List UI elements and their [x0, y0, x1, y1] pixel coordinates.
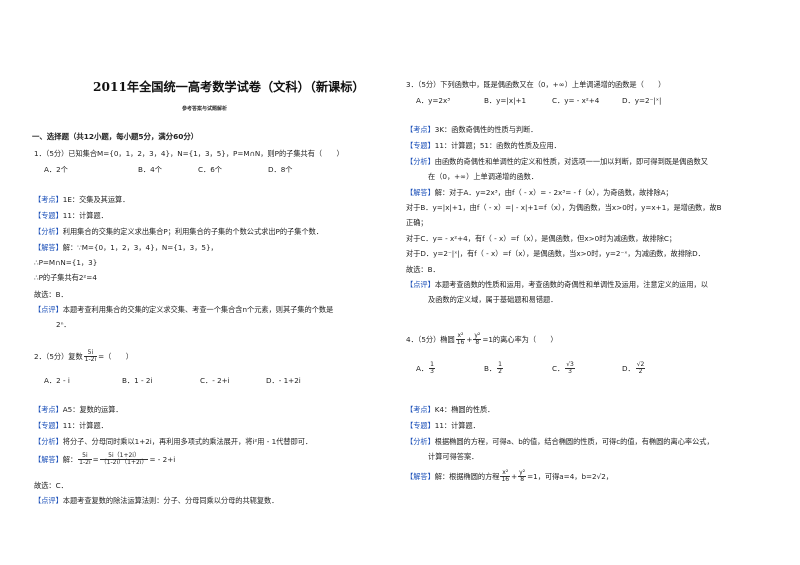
q3-kaodian: 【考点】3K：函数奇偶性的性质与判断． — [406, 125, 538, 134]
q2-zhuanti: 【专题】11：计算题． — [34, 421, 108, 430]
q3-dianping-line2: 及函数的定义域，属于基础题和易错题． — [428, 295, 558, 304]
q2-dianping: 【点评】本题考查复数的除法运算法则：分子、分母同乘以分母的共轭复数． — [34, 496, 279, 505]
q3-option-b: B．y=|x|+1 — [484, 96, 527, 105]
q2-option-c: C．- 2+i — [200, 376, 230, 385]
q3-option-c: C．y= - x²+4 — [552, 96, 600, 105]
q2-option-b: B．1 - 2i — [122, 376, 153, 385]
q1-zhuanti: 【专题】11：计算题． — [34, 211, 108, 220]
question-3-stem: 3．（5分）下列函数中，既是偶函数又在（0，+∞）上单调递增的函数是（ ） — [406, 80, 666, 89]
q3-fenxi-line2: 在（0，+∞）上单调递增的函数． — [428, 172, 539, 181]
q4-fenxi-line2: 计算可得答案． — [428, 452, 479, 461]
q1-dianping-line2: 2ⁿ． — [56, 320, 71, 329]
q3-dianping: 【点评】本题考查函数的性质和运用，考查函数的奇偶性和单调性及运用，注意定义的运用… — [406, 280, 708, 289]
section-heading: 一、选择题（共12小题，每小题5分，满分60分） — [32, 132, 199, 141]
q3-option-a: A．y=2x³ — [416, 96, 451, 105]
q4-kaodian: 【考点】K4：椭圆的性质． — [406, 405, 495, 414]
q1-jieda: 【解答】解：∵M={0，1，2，3，4}，N={1，3，5}， — [34, 243, 218, 252]
q3-zhuanti: 【专题】11：计算题；51：函数的性质及应用． — [406, 141, 561, 150]
right-column: 3．（5分）下列函数中，既是偶函数又在（0，+∞）上单调递增的函数是（ ） A．… — [402, 0, 782, 565]
question-1-stem: 1．（5分）已知集合M={0，1，2，3，4}，N={1，3，5}，P=M∩N，… — [34, 149, 344, 158]
q1-jieda-line2: ∴P=M∩N={1，3} — [34, 258, 98, 267]
q1-jieda-line3: ∴P的子集共有2²=4 — [34, 273, 97, 282]
page-subtitle: 参考答案与试题解析 — [182, 106, 228, 112]
q3-option-d: D．y=2⁻|ˣ| — [622, 96, 662, 105]
q2-kaodian: 【考点】A5：复数的运算． — [34, 405, 123, 414]
q2-answer: 故选：C． — [34, 481, 68, 490]
q3-jieda: 【解答】解：对于A．y=2x³，由f（ - x）= - 2x³= - f（x），… — [406, 188, 673, 197]
q3-fenxi: 【分析】由函数的奇偶性和单调性的定义和性质，对选项一一加以判断，即可得到既是偶函… — [406, 157, 708, 166]
q1-option-b: B．4个 — [138, 165, 162, 174]
q1-fenxi: 【分析】利用集合的交集的定义求出集合P；利用集合的子集的个数公式求出P的子集个数… — [34, 227, 324, 236]
q2-option-a: A．2 - i — [44, 376, 70, 385]
q1-option-d: D．8个 — [268, 165, 293, 174]
q1-kaodian: 【考点】1E：交集及其运算． — [34, 195, 130, 204]
q3-jieda-line2: 对于B．y=|x|+1，由f（ - x）=| - x|+1=f（x），为偶函数，… — [406, 203, 722, 212]
q1-dianping: 【点评】本题考查利用集合的交集的定义求交集、考查一个集合含n个元素，则其子集的个… — [34, 305, 334, 314]
page-title: 2011年全国统一高考数学试卷（文科）（新课标） — [93, 80, 365, 94]
q2-fenxi: 【分析】将分子、分母同时乘以1+2i，再利用多项式的乘法展开，将i²用 - 1代… — [34, 437, 313, 446]
q1-answer: 故选：B． — [34, 290, 68, 299]
q3-jieda-line5: 对于D．y=2⁻|ˣ|，有f（ - x）=f（x），是偶函数，当x>0时，y=2… — [406, 249, 705, 258]
q1-option-c: C．6个 — [198, 165, 222, 174]
q3-answer: 故选：B． — [406, 265, 440, 274]
q4-fenxi: 【分析】根据椭圆的方程，可得a、b的值，结合椭圆的性质，可得c的值，有椭圆的离心… — [406, 437, 714, 446]
q3-jieda-line4: 对于C．y= - x²+4，有f（ - x）=f（x），是偶函数，但x>0时为减… — [406, 234, 677, 243]
q2-option-d: D．- 1+2i — [266, 376, 301, 385]
q2-jieda-fraction-2: 5i（1+2i）（1-2i）（1+2i） — [99, 452, 149, 467]
q1-option-a: A．2个 — [44, 165, 68, 174]
q3-jieda-line3: 正确； — [406, 218, 428, 227]
q4-zhuanti: 【专题】11：计算题． — [406, 421, 480, 430]
left-column: 2011年全国统一高考数学试卷（文科）（新课标） 参考答案与试题解析 一、选择题… — [30, 0, 410, 565]
